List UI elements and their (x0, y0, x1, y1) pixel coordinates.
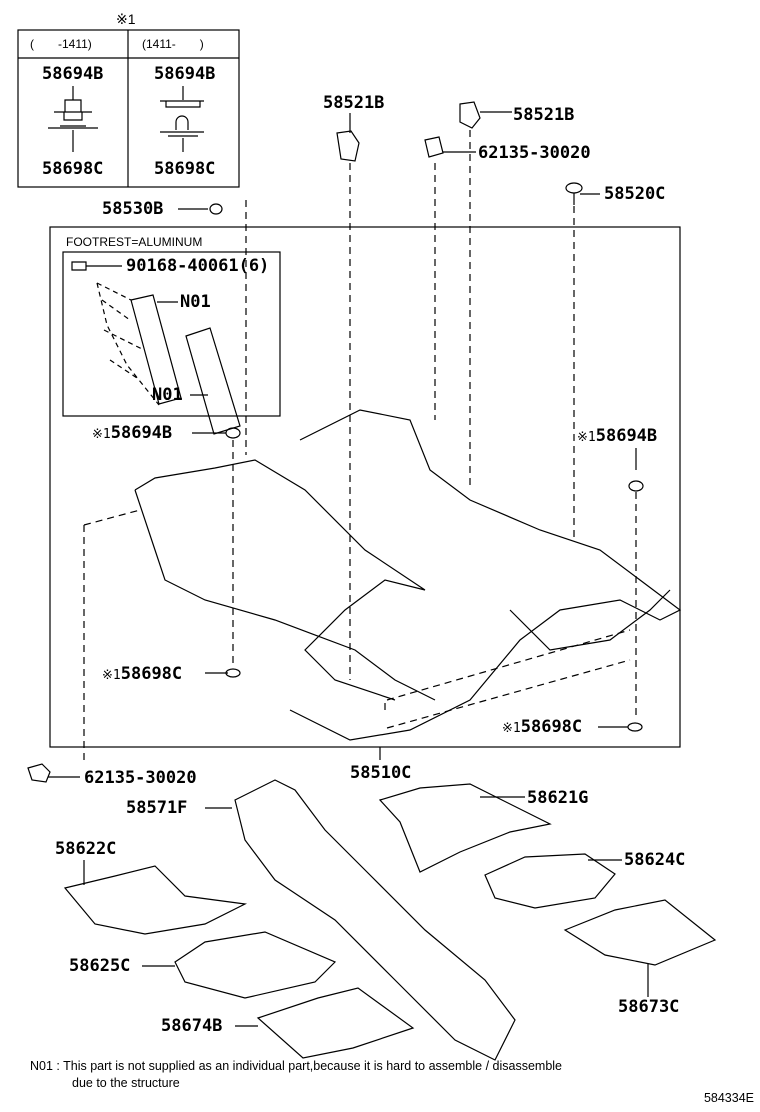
legend-left-bottom-part: 58698C (42, 159, 104, 179)
part-label-58698C-right[interactable]: ※158698C (502, 717, 583, 737)
part-label-58520C[interactable]: 58520C (604, 184, 666, 204)
part-label-58530B[interactable]: 58530B (102, 199, 164, 219)
part-label-58510C[interactable]: 58510C (350, 763, 412, 783)
part-label-58625C[interactable]: 58625C (69, 956, 131, 976)
footnote-line-2: due to the structure (72, 1076, 180, 1090)
diagram-id: 584334E (703, 1091, 754, 1105)
footrest-subframe (62, 251, 281, 417)
note-mark: ※1 (102, 668, 121, 683)
part-label-58624C[interactable]: 58624C (624, 850, 686, 870)
note-mark: ※1 (92, 427, 111, 442)
legend-range-left: ( -1411) (30, 37, 92, 51)
part-label-58694B-right[interactable]: ※158694B (577, 426, 658, 446)
part-label-n01-lower[interactable]: N01 (152, 385, 183, 405)
footrest-plates-art (71, 261, 241, 435)
legend-right-top-part: 58694B (154, 64, 216, 84)
note-mark: ※1 (577, 430, 596, 445)
legend-right-bottom-part: 58698C (154, 159, 216, 179)
part-label-62135-30020-bottom[interactable]: 62135-30020 (84, 768, 197, 788)
part-label-58698C-left[interactable]: ※158698C (102, 664, 183, 684)
part-label-58521B-right[interactable]: 58521B (513, 105, 575, 125)
part-label-58674B[interactable]: 58674B (161, 1016, 223, 1036)
part-label-n01-upper[interactable]: N01 (180, 292, 211, 312)
lower-parts-art (63, 779, 717, 1061)
footrest-title: FOOTREST=ALUMINUM (66, 235, 203, 249)
part-label-90168-40061[interactable]: 90168-40061(6) (126, 256, 270, 276)
part-label-58621G[interactable]: 58621G (527, 788, 589, 808)
legend-title: ※1 (116, 11, 136, 27)
legend-box-frame (17, 29, 240, 188)
leader-lines (27, 101, 644, 783)
legend-range-right: (1411- ) (142, 37, 204, 51)
dashed-guide-lines (83, 130, 637, 765)
footnote-line-1: N01 : This part is not supplied as an in… (30, 1059, 563, 1073)
note-mark: ※1 (502, 721, 521, 736)
main-assembly-frame (49, 226, 681, 748)
floor-carpet-58510C-art (134, 409, 682, 741)
part-label-58673C[interactable]: 58673C (618, 997, 680, 1017)
part-label-58571F[interactable]: 58571F (126, 798, 188, 818)
part-label-62135-30020-top[interactable]: 62135-30020 (478, 143, 591, 163)
part-label-58694B-left[interactable]: ※158694B (92, 423, 173, 443)
part-label-58622C[interactable]: 58622C (55, 839, 117, 859)
legend-left-top-part: 58694B (42, 64, 104, 84)
part-label-58521B-left[interactable]: 58521B (323, 93, 385, 113)
